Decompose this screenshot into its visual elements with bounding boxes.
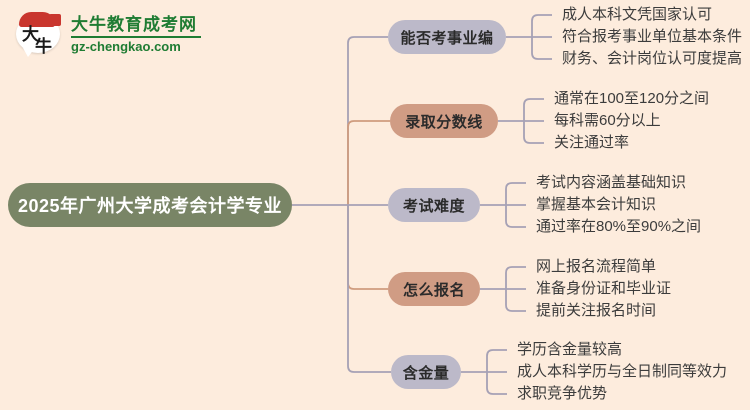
logo-text-block: 大牛教育成考网 gz-chengkao.com <box>71 15 201 54</box>
branch-node-admission-score: 录取分数线 <box>390 104 498 138</box>
leaf-item: 求职竞争优势 <box>517 385 608 402</box>
bracket-branch1 <box>506 14 552 60</box>
leaf-item: 符合报考事业单位基本条件 <box>562 28 743 45</box>
leaf-item: 财务、会计岗位认可度提高 <box>562 50 743 67</box>
branch-node-degree-value: 含金量 <box>391 355 461 389</box>
red-cap-icon <box>19 12 55 27</box>
connector-root-branch5 <box>347 205 391 373</box>
leaf-item: 掌握基本会计知识 <box>536 196 657 213</box>
logo-character: 大 <box>22 25 39 44</box>
branch-node-how-to-register: 怎么报名 <box>388 272 480 306</box>
logo-title: 大牛教育成考网 <box>71 14 197 34</box>
bracket-branch5 <box>461 349 507 395</box>
bracket-branch3 <box>480 182 526 228</box>
leaf-item: 关注通过率 <box>554 134 630 151</box>
bubble-tail-icon <box>23 48 35 57</box>
site-logo: 大 牛 大牛教育成考网 gz-chengkao.com <box>16 12 201 57</box>
connector-root-branch2 <box>347 120 390 205</box>
logo-character: 牛 <box>35 37 52 56</box>
bracket-branch2 <box>498 98 544 144</box>
branch-node-career-eligibility: 能否考事业编 <box>388 20 506 54</box>
leaf-item: 准备身份证和毕业证 <box>536 280 672 297</box>
leaf-item: 网上报名流程简单 <box>536 258 657 275</box>
red-seal-icon <box>49 14 61 26</box>
bracket-branch4 <box>480 266 526 312</box>
branch-node-exam-difficulty: 考试难度 <box>388 188 480 222</box>
leaf-item: 学历含金量较高 <box>517 341 623 358</box>
connector-root-branch1 <box>347 36 388 205</box>
root-node: 2025年广州大学成考会计学专业 <box>8 183 292 227</box>
leaf-item: 通过率在80%至90%之间 <box>536 218 702 235</box>
leaf-item: 提前关注报名时间 <box>536 302 657 319</box>
logo-divider <box>71 35 201 38</box>
connector-root-branch4 <box>347 205 388 290</box>
logo-bubble-icon: 大 牛 <box>16 12 62 57</box>
leaf-item: 成人本科学历与全日制同等效力 <box>517 363 728 380</box>
leaf-item: 成人本科文凭国家认可 <box>562 6 713 23</box>
leaf-item: 每科需60分以上 <box>554 112 661 129</box>
logo-url: gz-chengkao.com <box>71 38 181 54</box>
leaf-item: 考试内容涵盖基础知识 <box>536 174 687 191</box>
leaf-item: 通常在100至120分之间 <box>554 90 710 107</box>
